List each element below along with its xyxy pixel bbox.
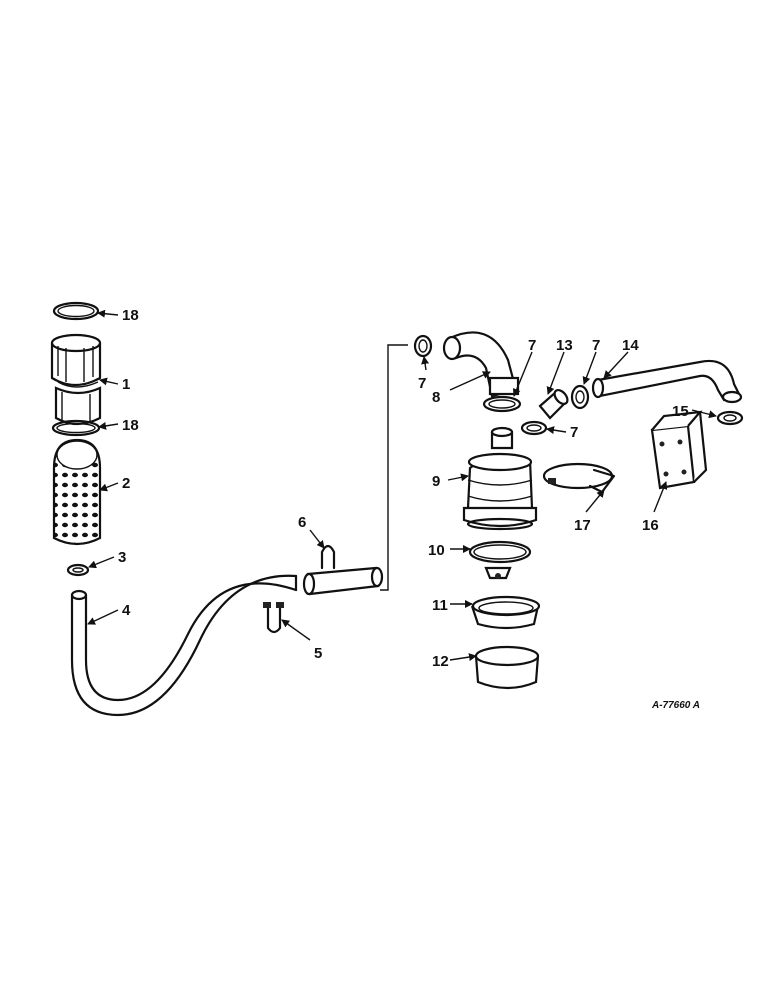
leader-3	[88, 556, 115, 569]
callout-11: 11	[432, 597, 448, 614]
air-cleaner-body	[462, 426, 538, 531]
clamp-ring-7b	[482, 395, 522, 413]
callout-7c: 7	[592, 337, 600, 354]
mounting-bracket	[650, 410, 708, 490]
washer	[66, 563, 90, 577]
callout-8: 8	[432, 389, 440, 406]
hose-clamp	[263, 602, 284, 634]
oil-cup-outer	[474, 645, 540, 690]
callout-9: 9	[432, 473, 440, 490]
leader-16	[653, 481, 668, 513]
precleaner-cup	[50, 333, 102, 426]
leader-4	[87, 609, 119, 625]
leader-18a	[97, 309, 119, 318]
callout-13: 13	[556, 337, 573, 354]
leader-7b	[512, 351, 533, 397]
callout-16: 16	[642, 517, 659, 534]
callout-2: 2	[122, 475, 130, 492]
clamp-band-10	[468, 540, 532, 580]
callout-14: 14	[622, 337, 639, 354]
leader-14	[603, 351, 629, 379]
callout-12: 12	[432, 653, 449, 670]
leader-7d	[546, 426, 567, 435]
hose-segment	[294, 566, 384, 596]
callout-17: 17	[574, 517, 591, 534]
callout-6: 6	[298, 514, 306, 531]
callout-7b: 7	[528, 337, 536, 354]
leader-12	[449, 653, 477, 662]
leader-8	[449, 371, 491, 391]
callout-7a: 7	[418, 375, 426, 392]
callout-18a: 18	[122, 307, 139, 324]
drawing-number: A-77660 A	[651, 700, 700, 711]
gasket-ring-top	[52, 301, 100, 321]
elbow-fitting	[538, 388, 569, 420]
clamp-ring-7c	[570, 384, 590, 410]
leader-2	[99, 482, 119, 492]
leader-7c	[582, 351, 597, 385]
callout-3: 3	[118, 549, 126, 566]
callout-10: 10	[428, 542, 445, 559]
leader-6	[309, 529, 325, 549]
leader-1	[99, 377, 119, 386]
u-bolt	[320, 544, 336, 570]
leader-9	[447, 473, 469, 482]
leader-5	[281, 619, 311, 641]
callout-4: 4	[122, 602, 131, 619]
leader-13	[546, 351, 565, 395]
callout-5: 5	[314, 645, 322, 662]
callout-18b: 18	[122, 417, 139, 434]
outlet-tube	[591, 359, 743, 404]
callout-15: 15	[672, 403, 689, 420]
leader-7a	[421, 356, 430, 371]
clamp-ring-7d	[520, 420, 548, 436]
callout-1: 1	[122, 376, 130, 393]
perforated-screen	[52, 438, 102, 546]
gasket-15	[716, 410, 744, 426]
elbow-hose	[442, 331, 520, 398]
callout-7d: 7	[570, 424, 578, 441]
leader-18b	[98, 421, 119, 430]
leader-line-hose	[380, 344, 408, 591]
intake-pipe	[70, 574, 298, 717]
gasket-ring-bottom	[51, 419, 101, 437]
leader-17	[585, 489, 605, 513]
clamp-ring-7a	[413, 334, 433, 358]
mounting-band	[542, 462, 616, 494]
leader-15	[691, 409, 717, 419]
oil-cup	[470, 595, 541, 630]
